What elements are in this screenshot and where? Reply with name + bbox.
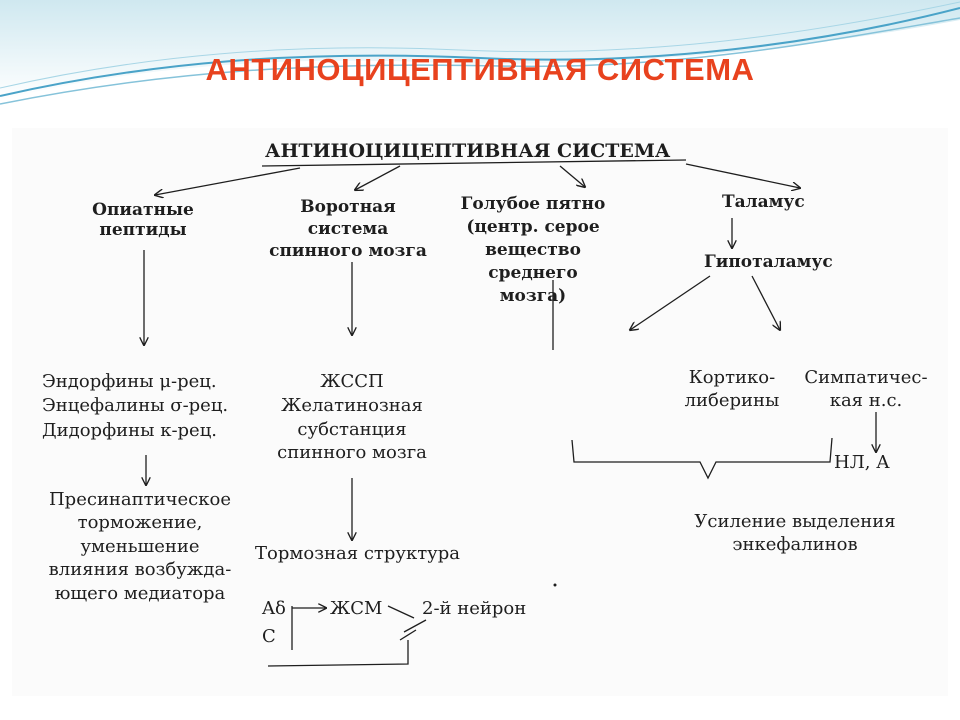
inhibition-bar-2 [403,619,427,633]
thalamus-label: Таламус [722,192,805,212]
second-neuron-label: 2-й нейрон [422,598,527,619]
arrow-zhsm-to-neuron [387,605,415,619]
zhssp-text: ЖССП Желатинозная субстанция спинного мо… [277,371,427,464]
inhibitory-structure-text: Тормозная структура [255,543,461,564]
corticoliberins-text: Кортико- либерины [684,367,780,412]
zhsm-label: ЖСМ [330,598,383,619]
opioid-peptides-label: Опиатные пептиды [92,200,194,241]
nl-a-label: НЛ, А [834,452,890,473]
gate-system-label: Воротная система спинного мозга [269,197,427,262]
arrow-to-gate-system [355,165,401,190]
arrow-to-thalamus [685,163,800,188]
header-wave-decoration [0,0,960,105]
slide-title: АНТИНОЦИЦЕПТИВНАЯ СИСТЕМА [205,52,755,87]
receptors-list: Эндорфины μ-рец. Энцефалины σ-рец. Дидор… [42,371,229,441]
arrow-hypothalamus-to-corticoliberins [630,275,711,330]
inhibition-bar-1 [399,629,417,641]
arrow-to-opioid-peptides [155,167,301,195]
locus-coeruleus-label: Голубое пятно (центр. серое вещество сре… [460,194,606,306]
hypothalamus-label: Гипоталамус [704,252,833,272]
inhibition-line [267,640,409,667]
c-fiber-label: C [262,626,276,647]
a-delta-label: Aδ [262,598,286,619]
heading-underline [261,159,687,167]
presynaptic-inhibition-text: Пресинаптическое торможение, уменьшение … [48,489,232,604]
diagram-heading: АНТИНОЦИЦЕПТИВНАЯ СИСТЕМА [265,140,671,162]
enkephalin-release-text: Усиление выделения энкефалинов [694,511,896,556]
sympathetic-text: Симпатичес- кая н.с. [804,367,928,412]
enkephalin-brace [571,437,833,480]
arrow-hypothalamus-to-sympathetic [751,275,780,330]
arrow-to-locus-coeruleus [559,165,585,187]
scanned-diagram-area [12,128,948,696]
